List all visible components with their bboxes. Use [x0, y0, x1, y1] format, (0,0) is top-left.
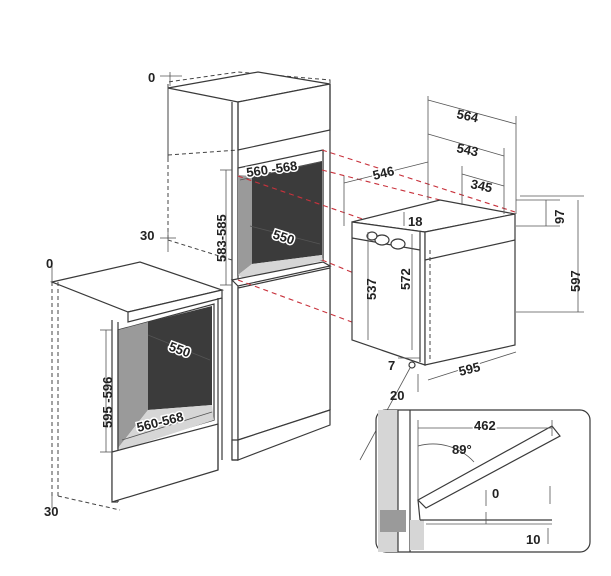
label-base-top-offset: 0 — [46, 256, 53, 271]
label-oven-front-offset: 18 — [408, 214, 422, 229]
base-cabinet — [49, 261, 225, 511]
label-oven-bottom-offset: 7 — [388, 358, 395, 373]
label-oven-rear-depth: 345 — [469, 176, 493, 195]
label-oven-body-depth: 543 — [455, 140, 479, 159]
label-oven-top-panel: 97 — [552, 210, 567, 224]
label-oven-body-height: 537 — [364, 278, 379, 300]
label-door-angle: 89° — [452, 442, 472, 457]
label-oven-cavity-height: 572 — [398, 268, 413, 290]
dimension-lines — [51, 72, 584, 508]
label-oven-side-offset: 20 — [390, 388, 404, 403]
label-door-depth: 462 — [474, 418, 496, 433]
projection-lines — [237, 149, 516, 326]
label-door-clearance: 0 — [492, 486, 499, 501]
label-door-bottom-gap: 10 — [526, 532, 540, 547]
label-oven-front-depth: 546 — [371, 163, 396, 183]
label-oven-total-height: 597 — [568, 270, 583, 292]
oven-appliance — [351, 199, 516, 366]
door-detail — [375, 409, 591, 553]
label-base-bottom-offset: 30 — [44, 504, 58, 519]
label-tall-height: 583-585 — [214, 214, 229, 262]
label-tall-top-offset: 0 — [148, 70, 155, 85]
label-oven-front-width: 595 — [457, 359, 482, 379]
label-tall-side-offset: 30 — [140, 228, 154, 243]
label-oven-total-depth: 564 — [455, 106, 480, 125]
label-base-height: 595 -596 — [100, 377, 115, 428]
